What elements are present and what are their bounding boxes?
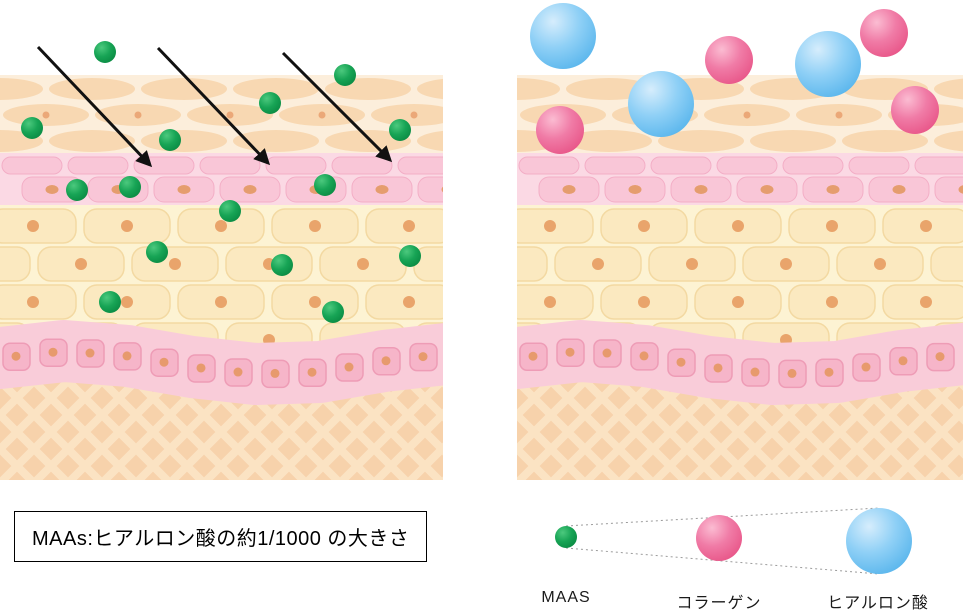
legend-collagen-dot — [696, 515, 742, 561]
skin-cross-section-right — [517, 75, 963, 480]
size-fan-line-top — [565, 507, 880, 527]
collagen-molecule — [860, 9, 908, 57]
legend-label-hyaluronic-acid: ヒアルロン酸 — [827, 595, 929, 611]
hyaluronic-molecule — [530, 3, 596, 69]
skin-cross-section-left — [0, 75, 443, 480]
legend-hyaluronic-dot — [846, 508, 912, 574]
size-comparison-legend — [555, 507, 912, 575]
legend-label-maas: MAAS — [541, 589, 591, 606]
size-fan-line-bottom — [565, 547, 880, 575]
caption-text: MAAs:ヒアルロン酸の約1/1000 の大きさ — [32, 528, 410, 550]
maas-molecule — [94, 41, 116, 63]
legend-label-collagen: コラーゲン — [676, 595, 762, 611]
skin-illustration — [0, 75, 443, 480]
skin-illustration — [517, 75, 963, 480]
caption-box: MAAs:ヒアルロン酸の約1/1000 の大きさ — [14, 511, 428, 562]
legend-maas-dot — [555, 526, 577, 548]
